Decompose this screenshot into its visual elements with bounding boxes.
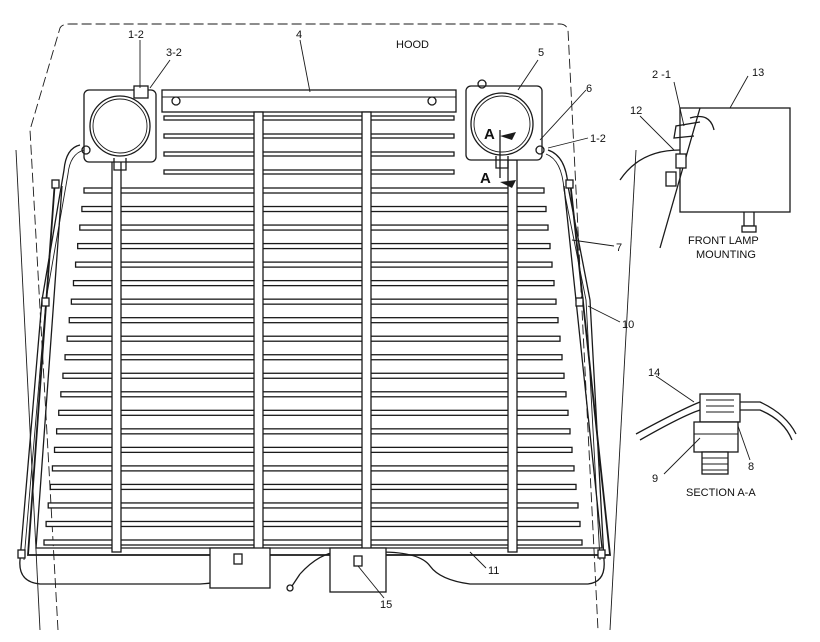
front-lamp-label-line2: MOUNTING xyxy=(696,249,756,261)
grille-slat xyxy=(49,483,577,491)
callout-7: 7 xyxy=(616,242,622,254)
grille-slat xyxy=(45,520,581,528)
grille-slat xyxy=(66,335,561,342)
right-lamp xyxy=(465,79,545,169)
callout-numbers: 1-2 3-2 4 5 6 1-2 7 10 11 15 2 -1 13 12 … xyxy=(128,29,764,611)
callout-4: 4 xyxy=(296,29,302,41)
callout-15: 15 xyxy=(380,599,392,611)
grille-slat-short xyxy=(163,115,455,121)
grille-slat xyxy=(81,205,547,213)
wiring-harness xyxy=(17,144,606,593)
grille-vertical-supports xyxy=(111,111,518,553)
hood-label: HOOD xyxy=(396,39,429,51)
callout-13: 13 xyxy=(752,67,764,79)
callout-6: 6 xyxy=(586,83,592,95)
grille-slat xyxy=(55,428,571,435)
callout-8: 8 xyxy=(748,461,754,473)
callout-10: 10 xyxy=(622,319,634,331)
grille-slat-short xyxy=(163,151,455,157)
grille-slat-short xyxy=(163,133,455,139)
grille-slat xyxy=(70,298,557,305)
grille-slat xyxy=(53,446,573,454)
callout-2-1: 2 -1 xyxy=(652,69,671,81)
section-markers: A A xyxy=(480,126,516,188)
grille-slat xyxy=(47,502,579,509)
callout-3-2: 3-2 xyxy=(166,47,182,59)
callout-11: 11 xyxy=(488,565,499,577)
grille-slat xyxy=(51,465,575,472)
callout-1-2-top: 1-2 xyxy=(128,29,144,41)
grille-slat xyxy=(79,224,549,231)
callout-leaders xyxy=(139,39,751,599)
grille-slat xyxy=(62,372,565,379)
grille-slat xyxy=(77,242,551,250)
grille-slat xyxy=(60,391,567,398)
grille-slat xyxy=(72,279,555,287)
grille-slat-short xyxy=(163,169,455,175)
hood-outline xyxy=(15,23,637,631)
grille-slat xyxy=(83,187,545,194)
section-a-a-label: SECTION A-A xyxy=(686,487,756,499)
grille-slats xyxy=(43,115,583,546)
callout-5: 5 xyxy=(538,47,544,59)
left-lamp xyxy=(81,85,157,171)
callout-14: 14 xyxy=(648,367,660,379)
front-lamp-label-line1: FRONT LAMP xyxy=(688,235,759,247)
section-marker-lower: A xyxy=(480,170,491,187)
section-a-a-inset: SECTION A-A xyxy=(635,393,797,499)
front-lamp-mounting-inset: FRONT LAMP MOUNTING xyxy=(619,107,791,261)
grille-slat xyxy=(43,539,583,546)
callout-12: 12 xyxy=(630,105,642,117)
grille-slat xyxy=(74,261,553,268)
section-marker-upper: A xyxy=(484,126,495,143)
callout-9: 9 xyxy=(652,473,658,485)
callout-1-2-right: 1-2 xyxy=(590,133,606,145)
grille-slat xyxy=(64,354,563,361)
grille-slat xyxy=(68,317,559,324)
grille-slat xyxy=(58,409,569,416)
